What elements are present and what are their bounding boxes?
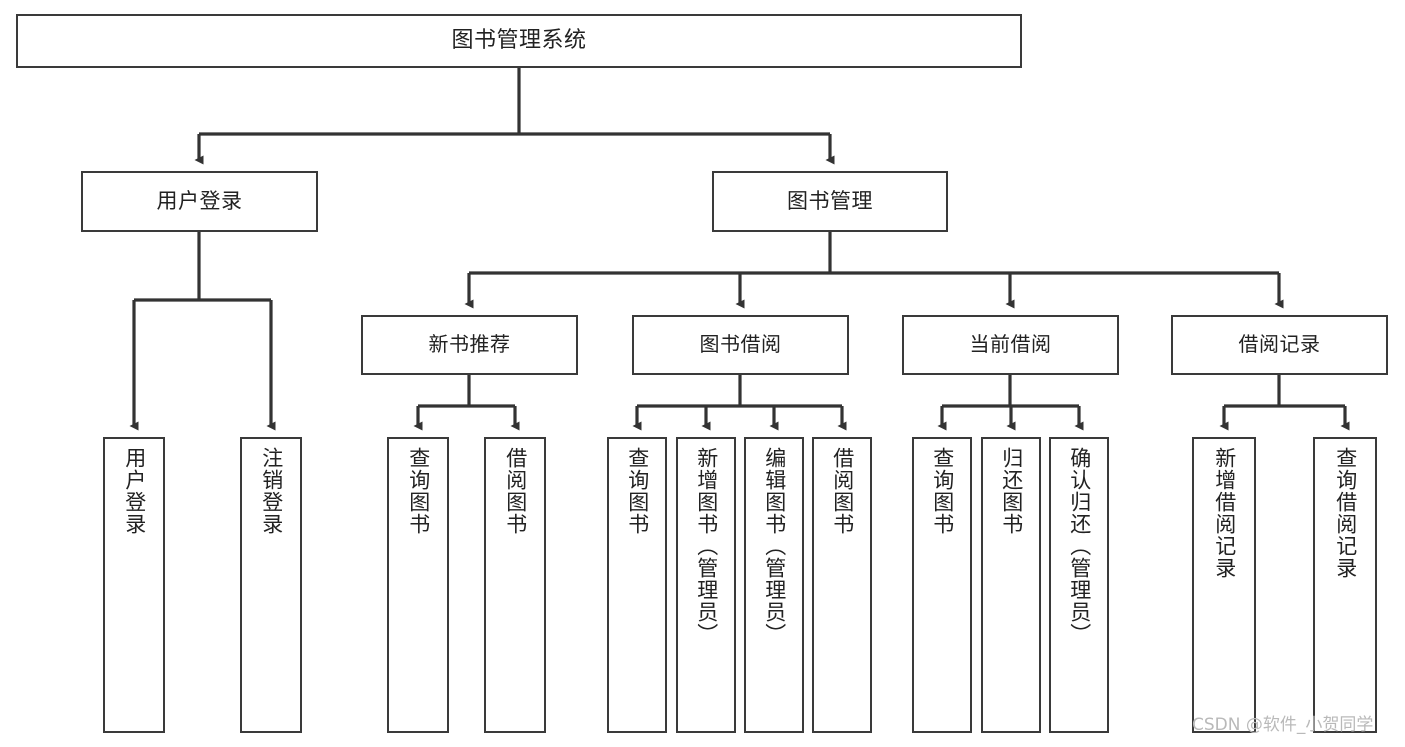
- node-leaf-edit-book-admin[interactable]: 编辑图书（管理员）: [744, 437, 804, 733]
- node-leaf-query-borrow-record[interactable]: 查询借阅记录: [1313, 437, 1377, 733]
- node-leaf-logout[interactable]: 注销登录: [240, 437, 302, 733]
- node-label: 图书借阅: [699, 332, 782, 357]
- connector-newbook-to-leaves: [413, 375, 520, 431]
- connector-root-to-level1: [194, 68, 835, 165]
- connector-user-login-to-leaves: [129, 232, 276, 431]
- node-level2-current-borrow[interactable]: 当前借阅: [902, 315, 1119, 375]
- node-label: 查询图书: [625, 447, 650, 535]
- node-label: 图书管理: [787, 189, 873, 214]
- node-label: 新增借阅记录: [1212, 447, 1237, 579]
- node-label: 借阅图书: [830, 447, 855, 535]
- node-leaf-user-login[interactable]: 用户登录: [103, 437, 165, 733]
- node-level1-user-login[interactable]: 用户登录: [81, 171, 318, 232]
- node-label: 归还图书: [999, 447, 1024, 535]
- node-leaf-borrow-book[interactable]: 借阅图书: [812, 437, 872, 733]
- node-leaf-query-book-recommend[interactable]: 查询图书: [387, 437, 449, 733]
- node-label: 图书管理系统: [451, 28, 587, 54]
- node-label: 借阅图书: [503, 447, 528, 535]
- node-level2-book-borrow[interactable]: 图书借阅: [632, 315, 849, 375]
- node-level1-book-management[interactable]: 图书管理: [712, 171, 948, 232]
- node-leaf-add-book-admin[interactable]: 新增图书（管理员）: [676, 437, 736, 733]
- node-label: 注销登录: [259, 447, 284, 535]
- node-leaf-borrow-book-recommend[interactable]: 借阅图书: [484, 437, 546, 733]
- node-label: 用户登录: [122, 447, 147, 535]
- connector-current-borrow-to-leaves: [937, 375, 1084, 431]
- node-leaf-query-book-borrow[interactable]: 查询图书: [607, 437, 667, 733]
- node-root-system[interactable]: 图书管理系统: [16, 14, 1022, 68]
- node-label: 查询图书: [930, 447, 955, 535]
- node-label: 新增图书（管理员）: [694, 447, 719, 645]
- node-label: 新书推荐: [428, 332, 511, 357]
- node-label: 确认归还（管理员）: [1067, 447, 1092, 645]
- connector-book-mgmt-to-level2: [464, 232, 1284, 309]
- node-label: 当前借阅: [969, 332, 1052, 357]
- node-label: 借阅记录: [1238, 332, 1321, 357]
- node-label: 编辑图书（管理员）: [762, 447, 787, 645]
- node-label: 查询借阅记录: [1333, 447, 1358, 579]
- node-leaf-add-borrow-record[interactable]: 新增借阅记录: [1192, 437, 1256, 733]
- connector-borrow-to-leaves: [632, 375, 847, 431]
- node-label: 用户登录: [156, 189, 243, 214]
- node-level2-borrow-records[interactable]: 借阅记录: [1171, 315, 1388, 375]
- node-leaf-query-book-current[interactable]: 查询图书: [912, 437, 972, 733]
- node-level2-new-book-recommend[interactable]: 新书推荐: [361, 315, 578, 375]
- node-leaf-confirm-return-admin[interactable]: 确认归还（管理员）: [1049, 437, 1109, 733]
- node-leaf-return-book[interactable]: 归还图书: [981, 437, 1041, 733]
- connector-records-to-leaves: [1219, 375, 1350, 431]
- node-label: 查询图书: [406, 447, 431, 535]
